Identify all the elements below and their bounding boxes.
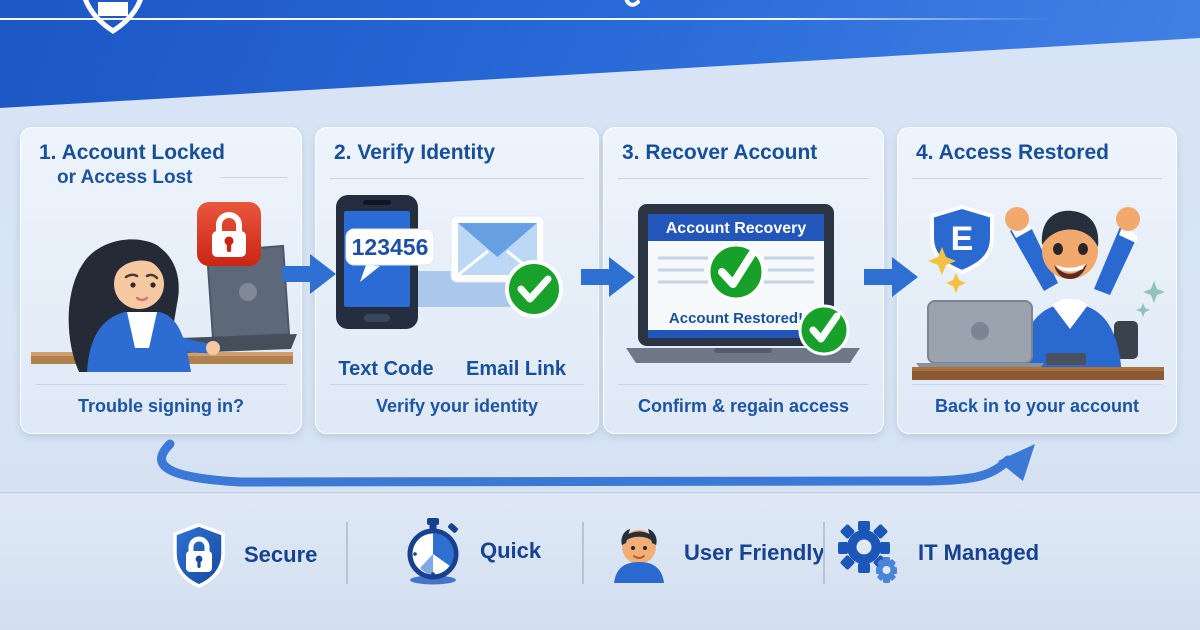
laptop-icon: Account Recovery Account Restored! [626, 204, 860, 363]
title-divider [912, 178, 1162, 179]
feature-label-quick: Quick [480, 538, 542, 563]
celebrating-man-illustration: E [912, 204, 1165, 380]
screen-message-text: Account Restored! [669, 310, 803, 327]
chair [1114, 321, 1138, 359]
feature-label-it-managed: IT Managed [918, 540, 1040, 565]
feature-user-friendly: User Friendly [610, 520, 825, 586]
worried-woman-illustration [31, 202, 297, 372]
cropped-title-fragment [624, 0, 640, 7]
step2-title: 2. Verify Identity [334, 141, 496, 164]
arrow-right-icon [864, 257, 918, 297]
sparkle-icons [928, 247, 1165, 317]
step-card-access-restored: 4. Access Restored E [897, 127, 1177, 434]
feature-quick: Quick [402, 518, 542, 585]
recovery-laptop-illustration: Account Recovery Account Restored! [626, 204, 860, 363]
feature-it-managed: IT Managed [838, 520, 1039, 586]
person-icon [614, 529, 664, 583]
arrow-right-icon [282, 254, 336, 294]
shield-letter: E [951, 220, 974, 258]
shield-e-icon: E [930, 204, 994, 275]
feature-label-secure: Secure [244, 542, 318, 567]
feature-secure: Secure [170, 522, 317, 588]
feature-divider [346, 522, 348, 584]
caption-divider [618, 384, 869, 385]
stopwatch-icon [407, 518, 459, 585]
title-divider [618, 178, 869, 179]
caption-divider [912, 384, 1162, 385]
step4-caption: Back in to your account [934, 396, 1140, 416]
gears-icon [838, 521, 897, 583]
step-card-account-locked: 1. Account Locked or Access Lost [20, 127, 302, 434]
feature-divider [582, 522, 584, 584]
step-card-verify-identity: 2. Verify Identity 123456 [315, 127, 599, 434]
title-divider [221, 177, 287, 178]
arrow-right-icon [581, 257, 635, 297]
caption-divider [330, 384, 584, 385]
worried-woman [68, 239, 220, 372]
feature-divider [823, 522, 825, 584]
section-divider [0, 492, 1200, 494]
green-check-icon [505, 260, 563, 318]
header-divider-line [0, 18, 1050, 20]
caption-divider [35, 384, 287, 385]
verify-identity-illustration: 123456 [336, 195, 563, 329]
step1-caption: Trouble signing in? [78, 396, 244, 416]
text-code-label: Text Code [338, 358, 434, 380]
screen-header-text: Account Recovery [666, 220, 807, 237]
step3-title: 3. Recover Account [622, 141, 818, 164]
step3-caption: Confirm & regain access [637, 396, 850, 416]
step2-caption: Verify your identity [375, 396, 539, 416]
feature-label-user-friendly: User Friendly [684, 540, 825, 565]
green-check-icon [798, 304, 850, 356]
step1-title: 1. Account Locked [39, 141, 225, 164]
title-divider [330, 178, 584, 179]
celebrating-man [1005, 207, 1140, 379]
header-band [0, 0, 1200, 108]
sms-code-bubble: 123456 [345, 228, 435, 282]
sms-code-text: 123456 [352, 234, 429, 260]
step1-subtitle: or Access Lost [57, 167, 193, 189]
flow-swoosh-arrow-icon [157, 439, 1035, 487]
email-link-label: Email Link [465, 358, 567, 380]
locked-padlock-icon [197, 202, 261, 266]
step-card-recover-account: 3. Recover Account Account Recovery Acco… [603, 127, 884, 434]
step4-title: 4. Access Restored [916, 141, 1109, 164]
shield-lock-icon [173, 523, 225, 588]
shield-logo-icon [79, 0, 147, 34]
